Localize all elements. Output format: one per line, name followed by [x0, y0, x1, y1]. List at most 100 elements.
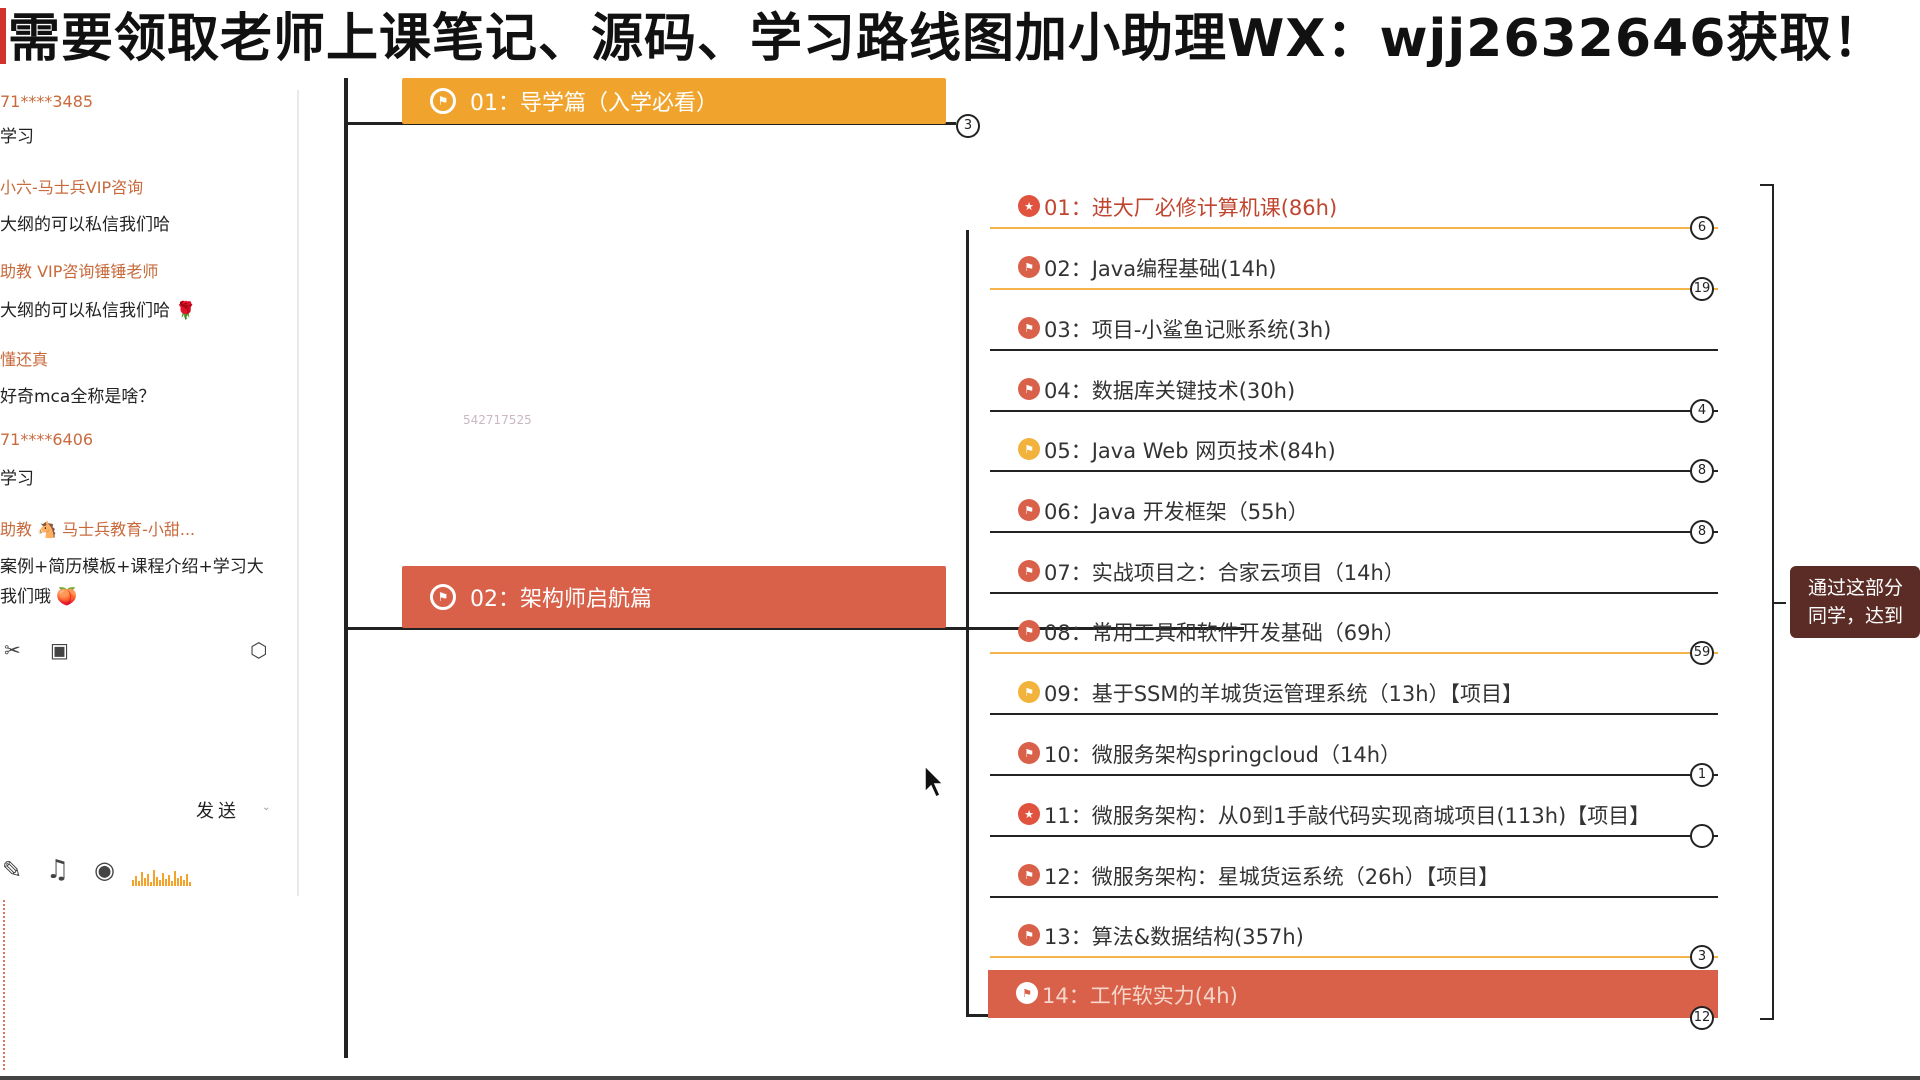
collapse-counter[interactable]: 3	[1690, 945, 1714, 969]
course-label: 08：常用工具和软件开发基础（69h）	[1044, 621, 1405, 645]
children-spine	[966, 230, 969, 1017]
node-label: 01：导学篇（入学必看）	[470, 91, 718, 116]
course-item-05[interactable]: ⚑ 05：Java Web 网页技术(84h)	[990, 422, 1718, 482]
summary-tooltip: 通过这部分 同学，达到	[1790, 566, 1920, 638]
course-label: 09：基于SSM的羊城货运管理系统（13h）【项目】	[1044, 682, 1524, 706]
flag-icon: ⚑	[1016, 982, 1038, 1004]
flag-icon: ⚑	[1018, 378, 1040, 400]
image-icon[interactable]: ▣	[50, 638, 69, 662]
course-item-08[interactable]: ⚑ 08：常用工具和软件开发基础（69h）	[990, 604, 1718, 664]
course-item-01[interactable]: ★ 01：进大厂必修计算机课(86h)	[990, 179, 1718, 239]
settings-icon[interactable]: ⬡	[250, 638, 268, 662]
chat-username: 懂还真	[0, 350, 49, 369]
flag-icon: ⚑	[1018, 924, 1040, 946]
course-label: 04：数据库关键技术(30h)	[1044, 379, 1296, 403]
connector-line	[990, 713, 1718, 715]
course-label: 07：实战项目之：合家云项目（14h）	[1044, 561, 1405, 585]
bottom-border	[0, 1076, 1920, 1080]
course-label: 11：微服务架构：从0到1手敲代码实现商城项目(113h)【项目】	[1044, 804, 1651, 828]
course-label: 13：算法&数据结构(357h)	[1044, 925, 1304, 949]
scissors-icon[interactable]: ✂	[4, 638, 21, 662]
course-label: 01：进大厂必修计算机课(86h)	[1044, 196, 1338, 220]
flag-icon: ⚑	[1018, 742, 1040, 764]
node-label: 02：架构师启航篇	[470, 587, 652, 612]
chat-message: 大纲的可以私信我们哈 🌹	[0, 301, 197, 321]
collapse-counter[interactable]: 59	[1690, 641, 1714, 665]
collapse-counter[interactable]: 4	[1690, 399, 1714, 423]
audio-level-meter	[132, 866, 206, 886]
chat-message: 学习	[0, 127, 34, 147]
course-label: 12：微服务架构：星城货运系统（26h）【项目】	[1044, 865, 1500, 889]
music-icon[interactable]: ♫	[46, 855, 70, 885]
connector-line	[990, 835, 1718, 837]
flag-icon: ⚑	[1018, 317, 1040, 339]
flag-icon: ⚑	[1018, 560, 1040, 582]
collapse-counter[interactable]: 12	[1690, 1006, 1714, 1030]
connector-line	[966, 1014, 988, 1017]
collapse-counter[interactable]: 19	[1690, 277, 1714, 301]
collapse-counter[interactable]: 8	[1690, 520, 1714, 544]
collapse-counter[interactable]: 8	[1690, 459, 1714, 483]
course-label: 02：Java编程基础(14h)	[1044, 257, 1277, 281]
connector-line	[990, 410, 1718, 412]
node-01-intro[interactable]: ⚑ 01：导学篇（入学必看）	[402, 78, 946, 124]
chat-username: 助教 🐴 马士兵教育-小甜...	[0, 520, 196, 539]
course-item-12[interactable]: ⚑ 12：微服务架构：星城货运系统（26h）【项目】	[990, 848, 1718, 908]
connector-line	[344, 627, 1244, 630]
connector-line	[990, 349, 1718, 351]
course-item-10[interactable]: ⚑ 10：微服务架构springcloud（14h）	[990, 726, 1718, 786]
chat-username: 71****3485	[0, 92, 94, 111]
tooltip-line: 同学，达到	[1808, 605, 1904, 627]
chat-username: 71****6406	[0, 430, 94, 449]
course-item-09[interactable]: ⚑ 09：基于SSM的羊城货运管理系统（13h）【项目】	[990, 665, 1718, 725]
chat-divider	[297, 90, 299, 896]
flag-icon: ⚑	[430, 88, 456, 114]
dotted-border	[3, 900, 5, 1070]
node-02-architect[interactable]: ⚑ 02：架构师启航篇	[402, 566, 946, 628]
course-item-04[interactable]: ⚑ 04：数据库关键技术(30h)	[990, 362, 1718, 422]
course-item-13[interactable]: ⚑ 13：算法&数据结构(357h)	[990, 908, 1718, 968]
flag-icon: ⚑	[1018, 864, 1040, 886]
collapse-counter[interactable]: 6	[1690, 216, 1714, 240]
chat-panel: 71****3485 学习 小六-马士兵VIP咨询 大纲的可以私信我们哈 助教 …	[0, 78, 300, 1080]
tooltip-line: 通过这部分	[1808, 577, 1904, 599]
course-item-03[interactable]: ⚑ 03：项目-小鲨鱼记账系统(3h)	[990, 301, 1718, 361]
chat-message: 案例+简历模板+课程介绍+学习大	[0, 557, 264, 577]
mouse-cursor-icon	[924, 764, 945, 799]
connector-line	[990, 774, 1718, 776]
collapse-counter[interactable]	[1690, 824, 1714, 848]
collapse-counter[interactable]: 3	[956, 114, 980, 138]
course-label: 06：Java 开发框架（55h）	[1044, 500, 1309, 524]
course-item-02[interactable]: ⚑ 02：Java编程基础(14h)	[990, 240, 1718, 300]
course-label: 03：项目-小鲨鱼记账系统(3h)	[1044, 318, 1332, 342]
flag-icon: ⚑	[430, 584, 456, 610]
chat-message: 我们哦 🍑	[0, 587, 78, 607]
connector-line	[1774, 602, 1786, 604]
camera-icon[interactable]: ◉	[94, 856, 115, 884]
mind-map: ⚑ 01：导学篇（入学必看） 3 ⚑ 02：架构师启航篇 542717525 ★…	[300, 78, 1920, 1080]
send-button[interactable]: 发送	[196, 801, 240, 822]
course-item-14[interactable]: ⚑ 14：工作软实力(4h)	[988, 970, 1718, 1018]
watermark: 542717525	[463, 413, 532, 427]
chat-message: 学习	[0, 469, 34, 489]
course-item-11[interactable]: ★ 11：微服务架构：从0到1手敲代码实现商城项目(113h)【项目】	[990, 787, 1718, 847]
star-icon: ★	[1018, 195, 1040, 217]
chat-username: 助教 VIP咨询锤锤老师	[0, 262, 159, 281]
summary-bracket	[1760, 184, 1774, 1020]
connector-line	[990, 896, 1718, 898]
promo-banner: 需要领取老师上课笔记、源码、学习路线图加小助理WX：wjj2632646获取！	[0, 0, 1920, 78]
course-item-06[interactable]: ⚑ 06：Java 开发框架（55h）	[990, 483, 1718, 543]
collapse-counter[interactable]: 1	[1690, 763, 1714, 787]
chevron-down-icon[interactable]: ⌄	[262, 802, 271, 813]
flag-icon: ⚑	[1018, 438, 1040, 460]
course-label: 05：Java Web 网页技术(84h)	[1044, 439, 1336, 463]
mindmap-spine	[344, 78, 348, 1058]
mic-off-icon[interactable]: ✎	[2, 856, 23, 884]
connector-line	[990, 288, 1718, 290]
course-item-07[interactable]: ⚑ 07：实战项目之：合家云项目（14h）	[990, 544, 1718, 604]
connector-line	[990, 652, 1718, 654]
course-label: 14：工作软实力(4h)	[1042, 984, 1238, 1008]
connector-line	[990, 227, 1718, 229]
connector-line	[990, 592, 1718, 594]
connector-line	[990, 956, 1718, 958]
